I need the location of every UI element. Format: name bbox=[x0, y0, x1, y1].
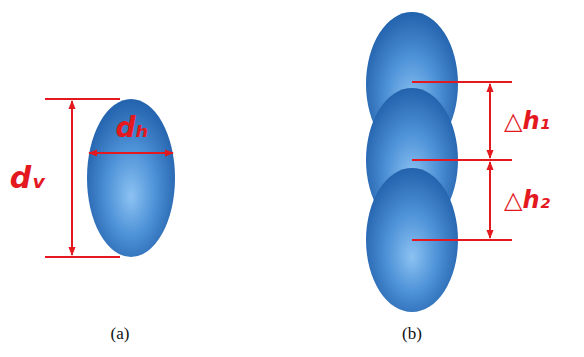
dimension-label: △h₁ bbox=[504, 109, 550, 133]
droplet bbox=[87, 99, 175, 257]
extension-line bbox=[45, 256, 120, 258]
extension-line bbox=[412, 81, 512, 83]
panel-label: (a) bbox=[111, 325, 130, 342]
dimension-arrow bbox=[489, 84, 491, 158]
dimension-label: dᵥ bbox=[10, 163, 47, 193]
extension-line bbox=[412, 159, 512, 161]
panel-label: (b) bbox=[402, 325, 422, 342]
dimension-arrow bbox=[489, 162, 491, 238]
extension-line bbox=[412, 239, 512, 241]
dimension-arrow bbox=[71, 101, 73, 255]
dimension-label: △h₂ bbox=[504, 188, 550, 212]
dimension-arrow bbox=[89, 152, 173, 154]
extension-line bbox=[45, 98, 120, 100]
dimension-label: dₕ bbox=[116, 114, 149, 142]
